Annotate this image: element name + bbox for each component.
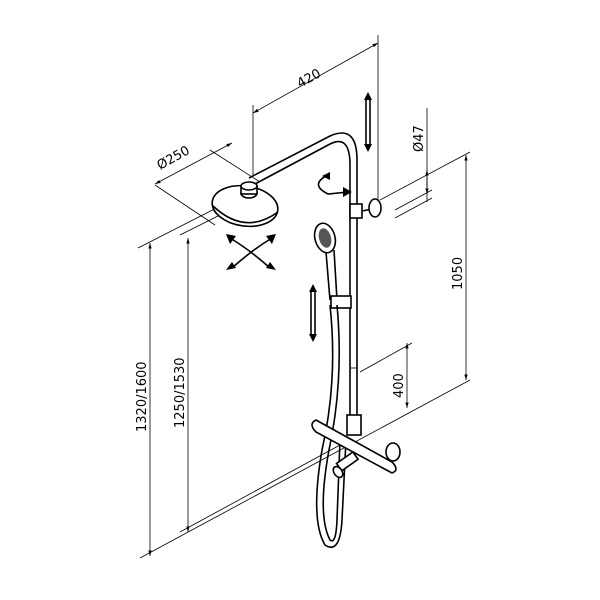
dim-label-400: 400 [392, 373, 407, 398]
tilt-arrows-icon [226, 234, 276, 270]
shower-hose [315, 304, 347, 548]
dim-label-1050: 1050 [451, 257, 466, 290]
dimension-1320-1600: 1320/1600 [135, 243, 152, 556]
dim-label-1320-1600: 1320/1600 [135, 361, 150, 432]
shower-rail [248, 132, 358, 420]
dim-label-1250-1530: 1250/1530 [173, 357, 188, 428]
dimension-47: Ø47 [412, 108, 429, 202]
dimension-420: 420 [252, 42, 379, 114]
thermostatic-mixer [311, 414, 401, 479]
rain-shower-head [211, 181, 279, 228]
rotate-arrow-icon [317, 172, 352, 197]
hand-shower [313, 222, 352, 309]
dim-label-250: Ø250 [155, 143, 193, 173]
slide-arrow-icon-bottom [309, 284, 317, 342]
dim-label-420: 420 [295, 66, 324, 91]
dimension-1250-1530: 1250/1530 [173, 238, 190, 532]
dimension-1050: 1050 [451, 155, 468, 380]
extension-lines [137, 35, 471, 559]
dimension-250: Ø250 [155, 142, 233, 185]
dimension-400: 400 [392, 343, 409, 408]
wall-bracket [349, 198, 382, 219]
dim-label-47: Ø47 [412, 125, 427, 152]
slide-arrow-icon-top [364, 92, 372, 152]
